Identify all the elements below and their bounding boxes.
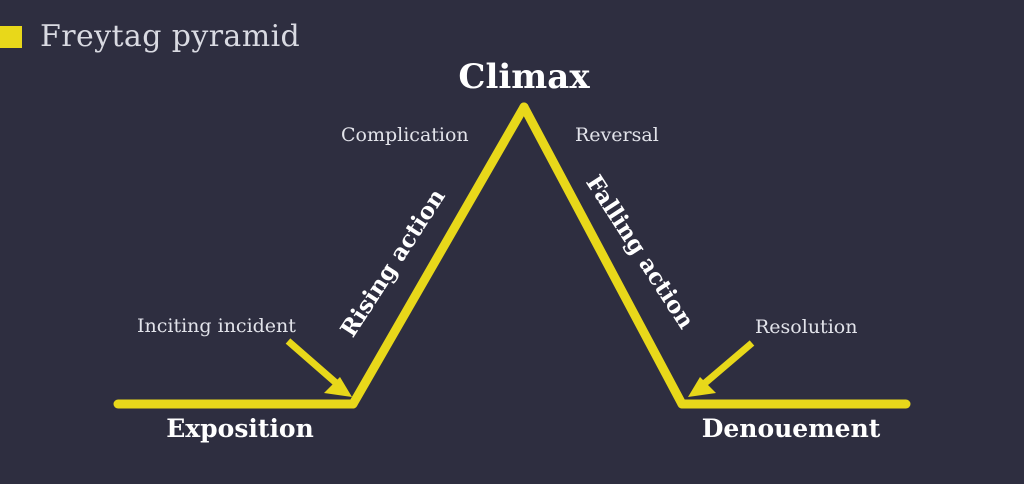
label-inciting-incident: Inciting incident [137, 315, 296, 337]
resolution-arrow [688, 340, 755, 397]
label-exposition: Exposition [166, 414, 314, 443]
yellow-square-bullet-icon [0, 26, 22, 48]
label-complication: Complication [341, 124, 469, 146]
label-climax: Climax [458, 57, 590, 97]
label-reversal: Reversal [575, 124, 659, 146]
pyramid-lines [113, 102, 911, 409]
falling-action-line [519, 102, 687, 409]
slide-header: Freytag pyramid [0, 22, 300, 52]
rising-action-line [348, 102, 529, 409]
inciting-incident-arrow [285, 338, 352, 397]
label-denouement: Denouement [701, 414, 881, 443]
label-resolution: Resolution [755, 316, 858, 338]
page-title: Freytag pyramid [40, 19, 301, 54]
